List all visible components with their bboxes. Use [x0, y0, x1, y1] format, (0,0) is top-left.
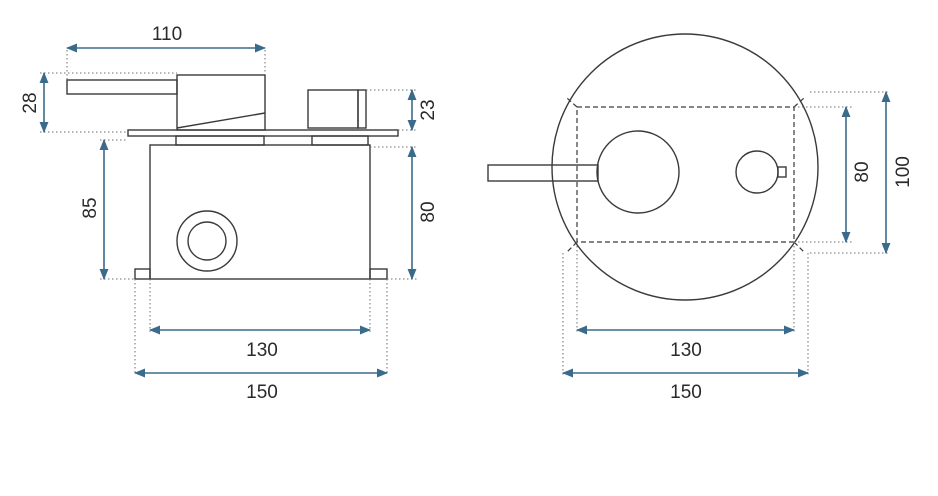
side-view: 110 28 23 85 80 130 150 — [20, 24, 439, 403]
dim-label-height-left-body: 85 — [80, 197, 101, 218]
front-view: 80 100 130 150 — [487, 33, 914, 403]
cover-plate — [127, 129, 399, 137]
lever-handle — [66, 74, 266, 131]
dim-label-width-inner: 130 — [246, 340, 278, 361]
outlet-port — [176, 210, 238, 272]
front-extension-lines — [562, 91, 890, 375]
dim-label-height-right-body: 80 — [418, 201, 439, 222]
connectors — [175, 135, 369, 146]
hidden-box-outline — [566, 97, 805, 253]
dim-label-width-top: 110 — [152, 24, 182, 45]
dim-label-height-left-top: 28 — [20, 92, 41, 113]
dim-label-width-outer: 150 — [246, 382, 278, 403]
dim-label-front-width-outer: 150 — [670, 382, 702, 403]
diverter-knob — [307, 89, 367, 129]
escutcheon-plate — [551, 33, 819, 301]
front-knob — [735, 150, 787, 194]
dim-label-height-right-top: 23 — [418, 99, 439, 120]
dim-label-front-height-inner: 80 — [852, 161, 873, 182]
dim-label-front-width-inner: 130 — [670, 340, 702, 361]
box-body — [149, 144, 371, 280]
front-lever — [487, 130, 680, 214]
dim-label-front-height-outer: 100 — [893, 156, 914, 188]
box-feet — [134, 268, 388, 280]
